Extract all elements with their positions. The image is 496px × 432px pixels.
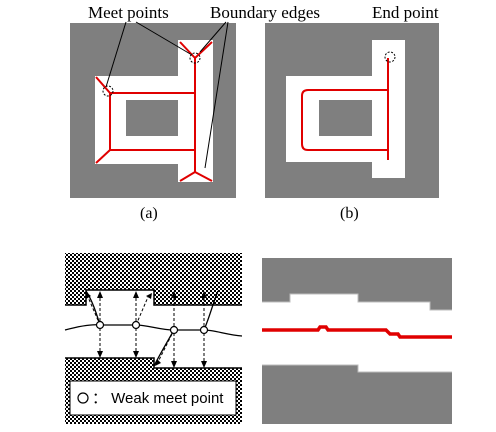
panel-c-distance-arrows (87, 296, 205, 366)
panel-c-top-boundary (65, 253, 242, 305)
legend-label: ： Weak meet point (92, 390, 224, 407)
panel-c-arrowheads (86, 291, 207, 368)
caption-a: (a) (140, 205, 158, 222)
panel-b-skeleton (301, 58, 389, 160)
meet-point-1 (102, 85, 114, 97)
panel-c (64, 253, 243, 424)
panel-b (265, 23, 439, 198)
panel-d-skeleton (262, 325, 452, 339)
panel-a-shape (95, 40, 213, 182)
meet-point-2 (189, 52, 201, 64)
panel-d-bottom-region (262, 365, 452, 424)
caption-b: (b) (340, 205, 359, 222)
legend-circle-icon (77, 392, 89, 404)
boundary-edges-label: Boundary edges (210, 3, 321, 22)
panel-a-leader-lines (105, 21, 229, 169)
panel-b-shape (286, 40, 405, 178)
panel-d (262, 258, 452, 424)
panel-c-skeleton (64, 324, 243, 337)
end-point-marker (384, 51, 396, 63)
panel-a-skeleton (95, 41, 213, 182)
weak-meet-points (95, 320, 209, 335)
panel-a (70, 21, 236, 198)
legend-box (69, 380, 237, 416)
panel-d-top-region (262, 258, 452, 310)
meet-points-label: Meet points (88, 3, 169, 22)
end-point-label: End point (372, 3, 439, 22)
